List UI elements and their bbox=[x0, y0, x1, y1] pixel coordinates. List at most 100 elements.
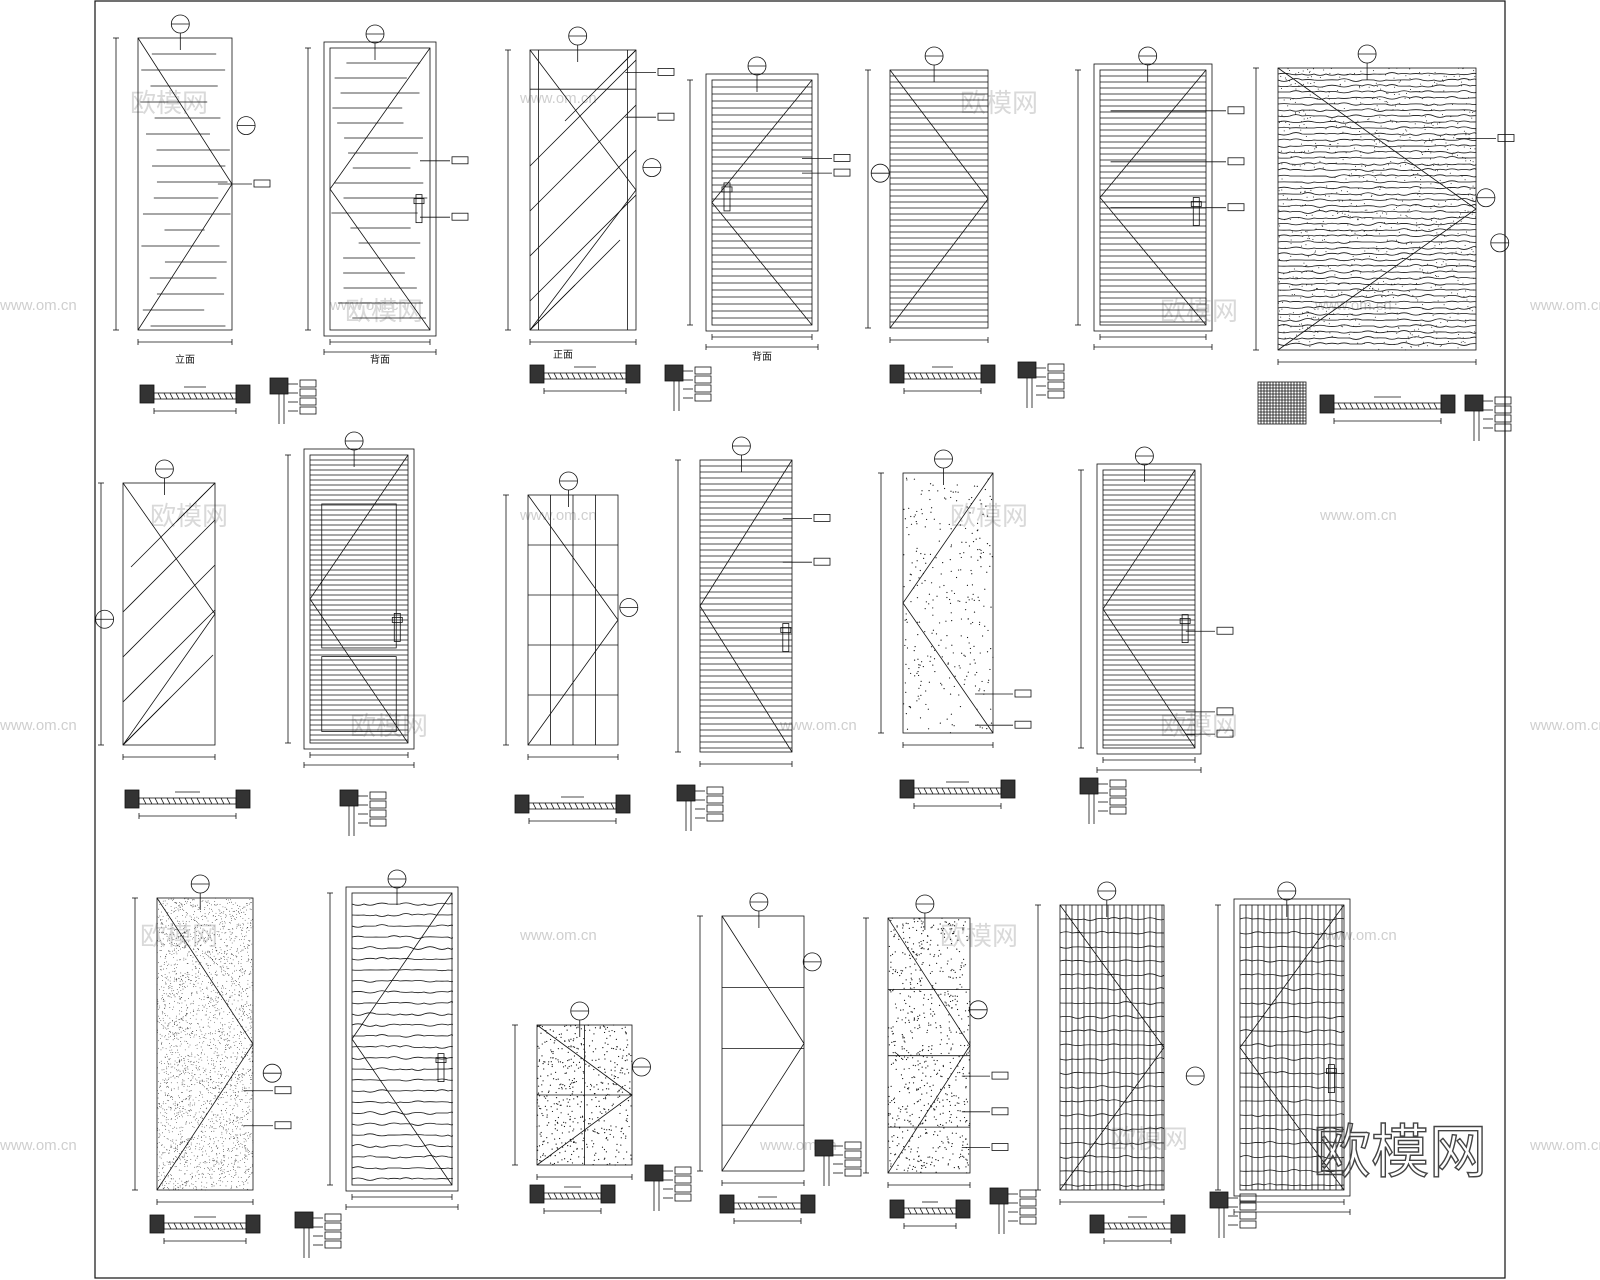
wave-grain bbox=[1277, 204, 1477, 208]
stone-speckle bbox=[980, 566, 982, 568]
stone-speckle bbox=[236, 1148, 238, 1150]
stone-speckle bbox=[209, 1102, 211, 1104]
stone-speckle bbox=[1428, 229, 1430, 231]
stone-speckle bbox=[232, 928, 234, 930]
stone-speckle bbox=[220, 1035, 222, 1036]
stone-speckle bbox=[182, 1070, 184, 1072]
stone-speckle bbox=[180, 1138, 182, 1140]
stone-speckle bbox=[541, 1025, 544, 1028]
stone-speckle bbox=[223, 926, 225, 928]
stone-speckle bbox=[1387, 330, 1389, 332]
stone-speckle bbox=[239, 1146, 241, 1148]
stone-speckle bbox=[1436, 83, 1438, 85]
stone-speckle bbox=[216, 1121, 218, 1122]
stone-speckle bbox=[158, 1133, 160, 1135]
stone-speckle bbox=[219, 1174, 221, 1176]
stone-speckle bbox=[219, 1123, 221, 1125]
stone-speckle bbox=[161, 1024, 163, 1026]
stone-speckle bbox=[171, 1118, 173, 1120]
stone-speckle bbox=[158, 1022, 160, 1023]
stone-speckle bbox=[190, 1079, 192, 1081]
stone-speckle bbox=[184, 1141, 186, 1143]
stone-speckle bbox=[1402, 133, 1404, 135]
stone-speckle bbox=[1471, 117, 1473, 119]
stone-speckle bbox=[1411, 252, 1413, 254]
stone-speckle bbox=[1379, 98, 1381, 100]
stone-speckle bbox=[186, 1181, 188, 1183]
stone-speckle bbox=[182, 933, 183, 935]
stone-speckle bbox=[211, 932, 213, 934]
stone-speckle bbox=[233, 1163, 235, 1165]
stone-speckle bbox=[218, 1081, 220, 1083]
stone-speckle bbox=[1398, 242, 1400, 244]
stone-speckle bbox=[185, 1121, 187, 1122]
stone-speckle bbox=[245, 1026, 247, 1028]
stone-speckle bbox=[230, 996, 231, 998]
stone-speckle bbox=[217, 1040, 219, 1042]
stone-speckle bbox=[165, 1082, 167, 1084]
stone-speckle bbox=[223, 1164, 225, 1166]
stone-speckle bbox=[175, 1156, 177, 1158]
stone-speckle bbox=[242, 1019, 244, 1021]
stone-speckle bbox=[250, 1077, 252, 1079]
stone-speckle bbox=[245, 1031, 247, 1032]
stone-speckle bbox=[245, 1170, 246, 1172]
stone-speckle bbox=[181, 903, 183, 905]
stone-speckle bbox=[558, 1101, 560, 1103]
stone-speckle bbox=[211, 1063, 212, 1065]
stone-speckle bbox=[199, 1029, 201, 1031]
stone-speckle bbox=[1279, 310, 1281, 312]
stone-speckle bbox=[234, 1175, 236, 1176]
stone-speckle bbox=[251, 1172, 253, 1174]
stone-speckle bbox=[215, 958, 217, 959]
stone-speckle bbox=[223, 987, 224, 989]
stone-speckle bbox=[210, 1079, 212, 1081]
stone-speckle bbox=[1371, 211, 1373, 213]
stone-speckle bbox=[625, 1109, 627, 1111]
stone-speckle bbox=[180, 984, 182, 986]
stone-speckle bbox=[174, 1060, 176, 1062]
stone-speckle bbox=[161, 919, 163, 920]
stone-speckle bbox=[1398, 93, 1400, 95]
stone-speckle bbox=[164, 1062, 165, 1064]
stone-speckle bbox=[1349, 215, 1351, 217]
stone-speckle bbox=[168, 898, 170, 900]
stone-speckle bbox=[171, 1088, 172, 1090]
stone-speckle bbox=[247, 947, 249, 949]
stone-speckle bbox=[226, 946, 228, 948]
stone-speckle bbox=[173, 897, 175, 899]
stone-speckle bbox=[1464, 158, 1466, 160]
stone-speckle bbox=[166, 1138, 168, 1140]
stone-speckle bbox=[162, 1012, 164, 1013]
stone-speckle bbox=[599, 1066, 601, 1068]
stone-speckle bbox=[928, 1046, 930, 1048]
stone-speckle bbox=[175, 1166, 177, 1168]
stone-speckle bbox=[229, 929, 231, 930]
stone-speckle bbox=[242, 1005, 244, 1007]
stone-speckle bbox=[198, 1100, 200, 1102]
stone-speckle bbox=[189, 1110, 191, 1112]
stone-speckle bbox=[186, 1142, 188, 1144]
stone-speckle bbox=[1413, 329, 1415, 331]
stone-speckle bbox=[954, 666, 956, 668]
stone-speckle bbox=[607, 1043, 609, 1045]
stone-speckle bbox=[1344, 80, 1346, 82]
stone-speckle bbox=[246, 988, 247, 990]
stone-speckle bbox=[1402, 109, 1404, 111]
stone-speckle bbox=[199, 987, 201, 989]
stone-speckle bbox=[591, 1118, 594, 1120]
stone-speckle bbox=[967, 671, 969, 673]
wave-grain bbox=[351, 1166, 453, 1170]
stone-speckle bbox=[199, 939, 201, 941]
stone-speckle bbox=[910, 672, 912, 675]
stone-speckle bbox=[186, 914, 188, 916]
stone-speckle bbox=[1427, 271, 1429, 273]
stone-speckle bbox=[1355, 205, 1357, 207]
stone-speckle bbox=[231, 963, 233, 965]
stone-speckle bbox=[160, 1106, 162, 1108]
stone-speckle bbox=[222, 1137, 223, 1139]
stone-speckle bbox=[1408, 338, 1410, 340]
stone-speckle bbox=[204, 953, 206, 954]
stone-speckle bbox=[213, 955, 215, 957]
stone-speckle bbox=[970, 623, 972, 625]
